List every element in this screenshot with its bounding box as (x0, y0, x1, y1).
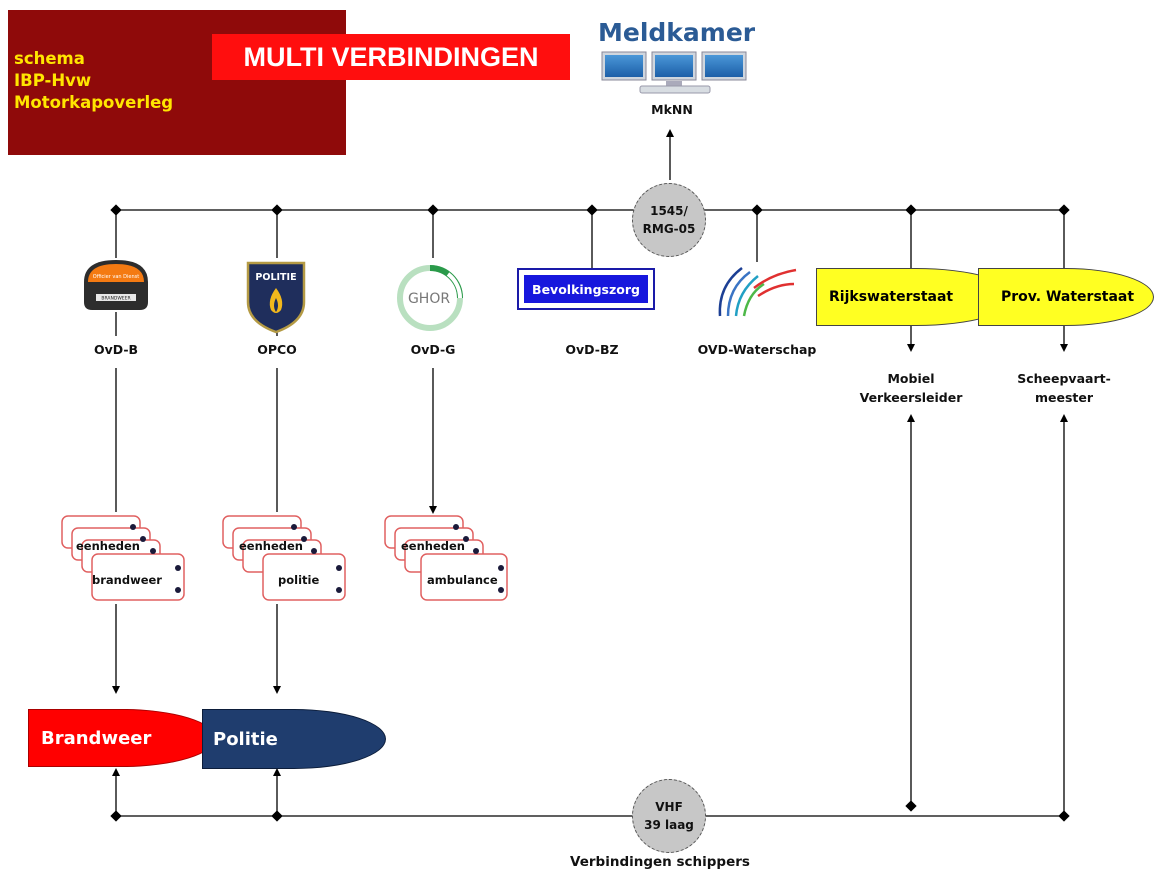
waterschap-logo-icon (718, 267, 797, 317)
unit-top-text: eenheden (76, 539, 140, 553)
title-line: IBP-Hvw (14, 71, 92, 90)
footer-label: Verbindingen schippers (570, 854, 750, 870)
rijkswaterstaat-text: Rijkswaterstaat (829, 289, 954, 305)
hub-1545-rmg05: 1545/RMG-05 (632, 183, 706, 257)
brandweer-text: Brandweer (41, 727, 152, 749)
scheepvaartmeester-label: Scheepvaart- meester (1004, 369, 1124, 407)
unit-bottom-text: brandweer (92, 573, 162, 587)
hub-line: 39 laag (644, 818, 694, 832)
ovd-b-label: OvD-B (93, 342, 139, 357)
label-line: Verkeersleider (859, 390, 963, 405)
mobiel-verkeersleider-label: Mobiel Verkeersleider (851, 369, 971, 407)
unit-top-text: eenheden (401, 539, 465, 553)
prov-waterstaat-text: Prov. Waterstaat (1001, 289, 1135, 305)
label-line: Scheepvaart- (1017, 371, 1111, 386)
hub-line: 1545/ (650, 204, 688, 218)
politie-oval: Politie (202, 709, 386, 769)
politie-shield-icon: POLITIE (246, 261, 306, 334)
politie-text: Politie (213, 728, 278, 750)
hub-vhf: VHF 39 laag (632, 779, 706, 853)
ovd-g-label: OvD-G (410, 342, 456, 357)
ovd-bz-label: OvD-BZ (565, 342, 619, 357)
prov-waterstaat-oval: Prov. Waterstaat (978, 268, 1154, 326)
helmet-bottom-text: BRANDWEER (101, 296, 130, 302)
helmet-top-text: Officier van Dienst (93, 274, 139, 280)
bevolkingszorg-logo: Bevolkingszorg (517, 268, 655, 310)
hub-line: VHF (655, 800, 683, 814)
title-lines: schema IBP-Hvw Motorkapoverleg (14, 48, 173, 114)
ghor-text: GHOR (408, 291, 450, 307)
monitors-icon (601, 51, 747, 94)
title-line: Motorkapoverleg (14, 93, 174, 112)
mknn-label: MkNN (651, 102, 693, 117)
brandweer-oval: Brandweer (28, 709, 216, 767)
label-line: Mobiel (887, 371, 935, 386)
bevolkingszorg-text: Bevolkingszorg (524, 275, 648, 303)
ghor-logo-icon: GHOR (397, 265, 463, 331)
politie-shield-text: POLITIE (255, 272, 296, 283)
unit-bottom-text: politie (278, 573, 320, 587)
unit-top-text: eenheden (239, 539, 303, 553)
opco-label: OPCO (257, 342, 297, 357)
hub-line: RMG-05 (642, 222, 696, 236)
label-line: meester (1034, 390, 1094, 405)
title-banner: MULTI VERBINDINGEN (212, 34, 570, 80)
ovd-helmet-icon: Officier van Dienst BRANDWEER (84, 260, 148, 310)
unit-stack-politie-icon (222, 515, 346, 601)
unit-bottom-text: ambulance (427, 573, 498, 587)
meldkamer-title: Meldkamer (598, 18, 756, 47)
unit-stack-brandweer-icon (61, 515, 185, 601)
ovd-waterschap-label: OVD-Waterschap (697, 342, 817, 357)
title-line: schema (14, 49, 85, 68)
unit-stack-ambulance-icon (384, 515, 508, 601)
